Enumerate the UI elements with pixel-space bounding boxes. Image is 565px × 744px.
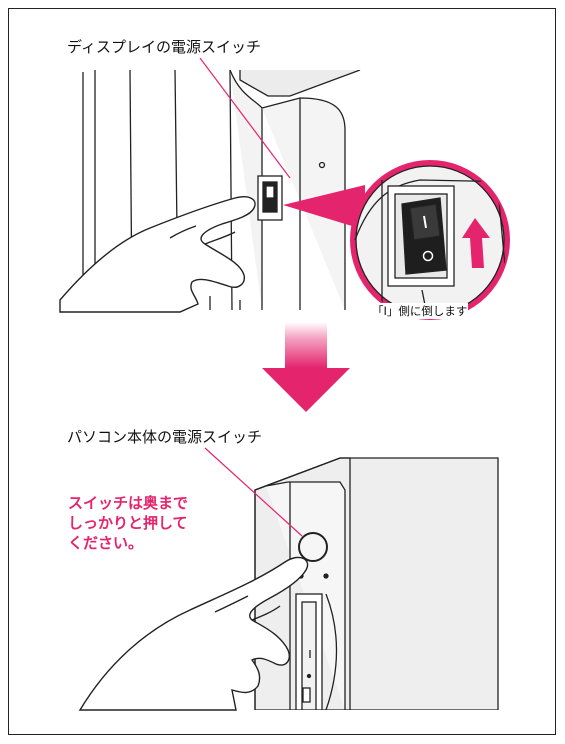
pc-switch-label: パソコン本体の電源スイッチ <box>67 428 263 446</box>
switch-instruction-label: 「I」側に倒します <box>371 303 469 319</box>
pc-pointer-line <box>204 447 303 537</box>
callout-connector <box>283 185 365 230</box>
down-arrow-icon <box>262 322 350 412</box>
switch-magnified-view <box>350 160 510 320</box>
hand-pressing-pc-switch <box>78 556 309 711</box>
press-instruction-line: しっかりと押して <box>68 514 188 532</box>
display-switch-label: ディスプレイの電源スイッチ <box>67 38 261 56</box>
page-frame <box>8 8 556 735</box>
pc-tower-illustration <box>254 457 499 710</box>
up-arrow-icon <box>462 218 490 268</box>
display-pointer-line <box>199 57 291 179</box>
press-instruction-line: ください。 <box>68 534 144 552</box>
press-instruction-note: スイッチは奥まで しっかりと押して ください。 <box>68 493 188 553</box>
hand-pressing-display-switch <box>59 196 256 313</box>
press-instruction-line: スイッチは奥まで <box>68 494 189 512</box>
